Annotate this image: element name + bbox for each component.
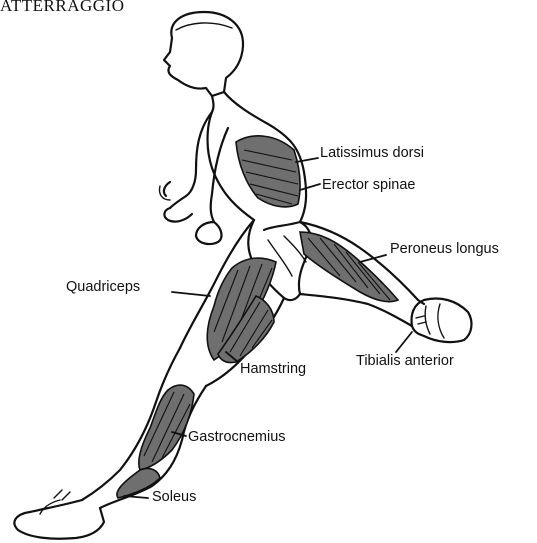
latissimus-muscle (236, 136, 300, 207)
arm (159, 112, 228, 244)
head (164, 12, 243, 96)
label-peroneus-longus: Peroneus longus (390, 242, 499, 257)
label-hamstring: Hamstring (240, 362, 306, 377)
back-leg (300, 222, 471, 342)
label-soleus: Soleus (152, 490, 196, 505)
front-leg (14, 220, 284, 539)
label-quadriceps: Quadriceps (66, 280, 140, 295)
label-erector-spinae: Erector spinae (322, 178, 416, 193)
label-latissimus-dorsi: Latissimus dorsi (320, 146, 424, 161)
label-tibialis-anterior: Tibialis anterior (356, 354, 454, 369)
label-gastrocnemius: Gastrocnemius (188, 430, 286, 445)
